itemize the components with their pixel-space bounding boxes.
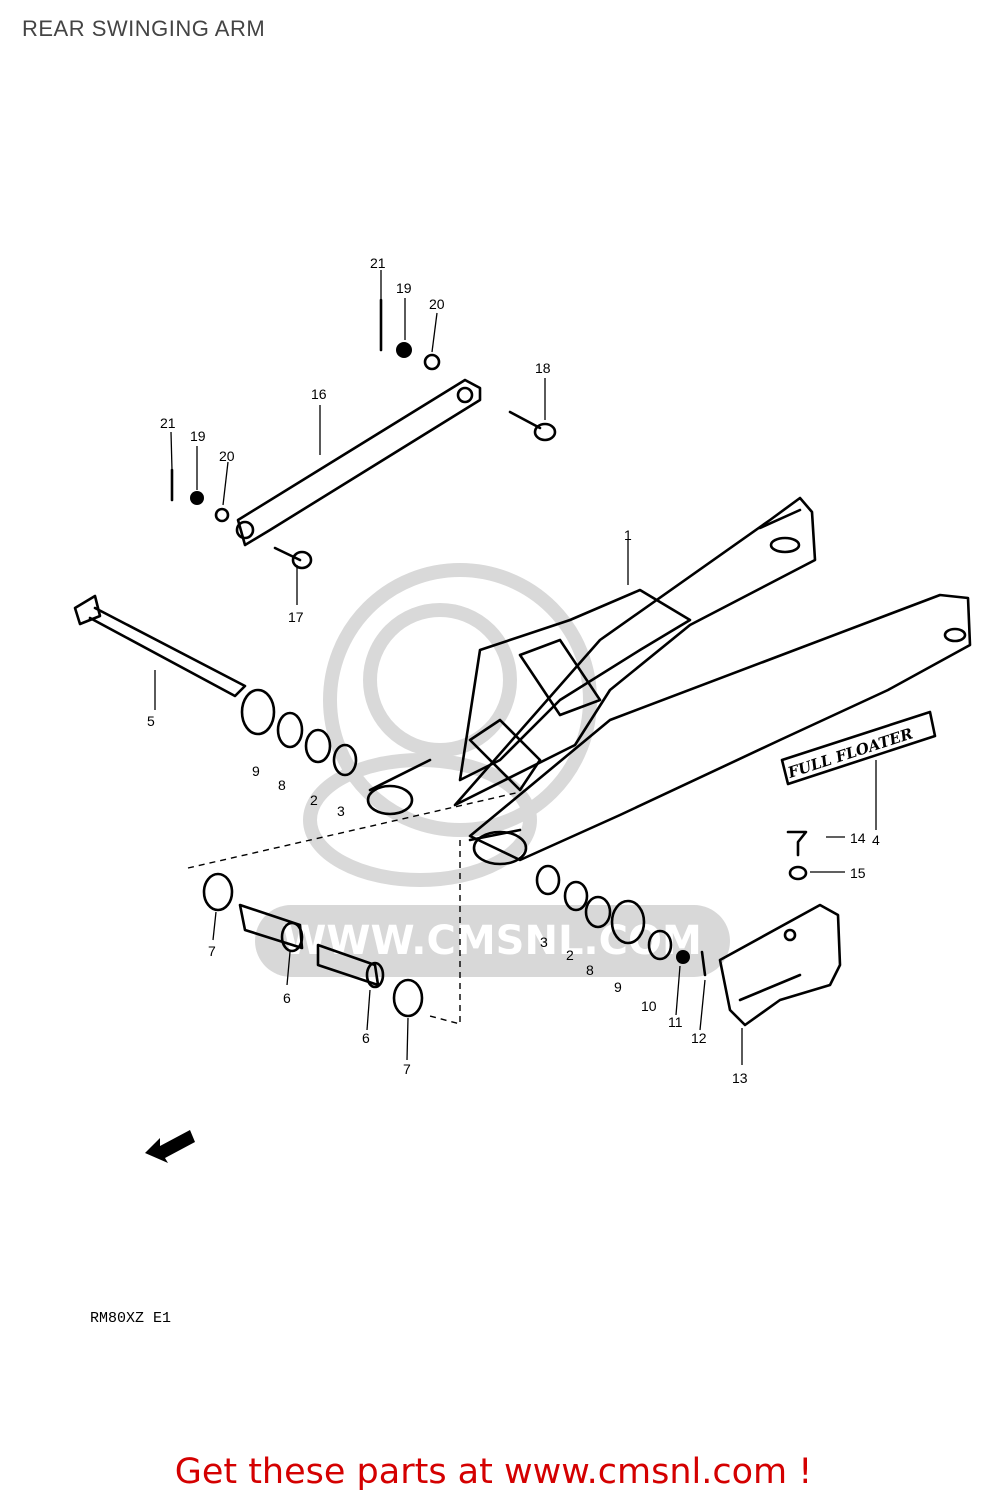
callout-1: 1 <box>624 527 632 543</box>
leader-lines <box>154 270 877 1065</box>
callout-19a: 19 <box>396 280 412 296</box>
callout-labels: 1 4 14 15 5 9 8 2 3 16 18 17 21 19 20 21… <box>147 255 880 1086</box>
decal-full-floater[interactable]: FULL FLOATER <box>780 710 937 786</box>
callout-6a: 6 <box>283 990 291 1006</box>
callout-7b: 7 <box>403 1061 411 1077</box>
callout-14: 14 <box>850 830 866 846</box>
watermark-text: WWW.CMSNL.COM <box>282 918 702 964</box>
callout-13: 13 <box>732 1070 748 1086</box>
bolt-and-nut-14-15[interactable] <box>786 830 808 881</box>
callout-20a: 20 <box>429 296 445 312</box>
callout-7a: 7 <box>208 943 216 959</box>
callout-3a: 3 <box>337 803 345 819</box>
callout-18: 18 <box>535 360 551 376</box>
footer-link[interactable]: Get these parts at www.cmsnl.com ! <box>174 1452 813 1492</box>
sleeves-and-seals[interactable] <box>202 872 424 1018</box>
callout-8a: 8 <box>278 777 286 793</box>
chain-guide[interactable] <box>718 903 842 1027</box>
bearings-left[interactable] <box>240 688 358 777</box>
callout-21a: 21 <box>370 255 386 271</box>
link-bolt-18[interactable] <box>508 410 557 442</box>
callout-2a: 2 <box>310 792 318 808</box>
watermark-logo: WWW.CMSNL.COM <box>255 563 730 977</box>
bearings-right[interactable] <box>535 864 707 977</box>
page-title: REAR SWINGING ARM <box>22 16 266 41</box>
callout-9a: 9 <box>252 763 260 779</box>
callout-20b: 20 <box>219 448 235 464</box>
callout-6b: 6 <box>362 1030 370 1046</box>
pivot-bolt[interactable] <box>73 594 247 698</box>
callout-15: 15 <box>850 865 866 881</box>
link-bolt-17[interactable] <box>273 546 313 570</box>
rear-link[interactable] <box>235 378 482 547</box>
swinging-arm[interactable] <box>366 496 972 866</box>
pivot-axis-line <box>187 791 521 869</box>
model-code: RM80XZ E1 <box>90 1310 172 1327</box>
callout-10: 10 <box>641 998 657 1014</box>
callout-16: 16 <box>311 386 327 402</box>
callout-5: 5 <box>147 713 155 729</box>
callout-2b: 2 <box>566 947 574 963</box>
front-arrow-icon <box>145 1130 195 1163</box>
callout-4: 4 <box>872 832 880 848</box>
callout-3b: 3 <box>540 934 548 950</box>
callout-19b: 19 <box>190 428 206 444</box>
screws-nuts-washers[interactable] <box>170 298 441 523</box>
callout-9b: 9 <box>614 979 622 995</box>
callout-21b: 21 <box>160 415 176 431</box>
callout-11: 11 <box>668 1014 683 1030</box>
callout-17: 17 <box>288 609 304 625</box>
callout-12: 12 <box>691 1030 707 1046</box>
callout-8b: 8 <box>586 962 594 978</box>
